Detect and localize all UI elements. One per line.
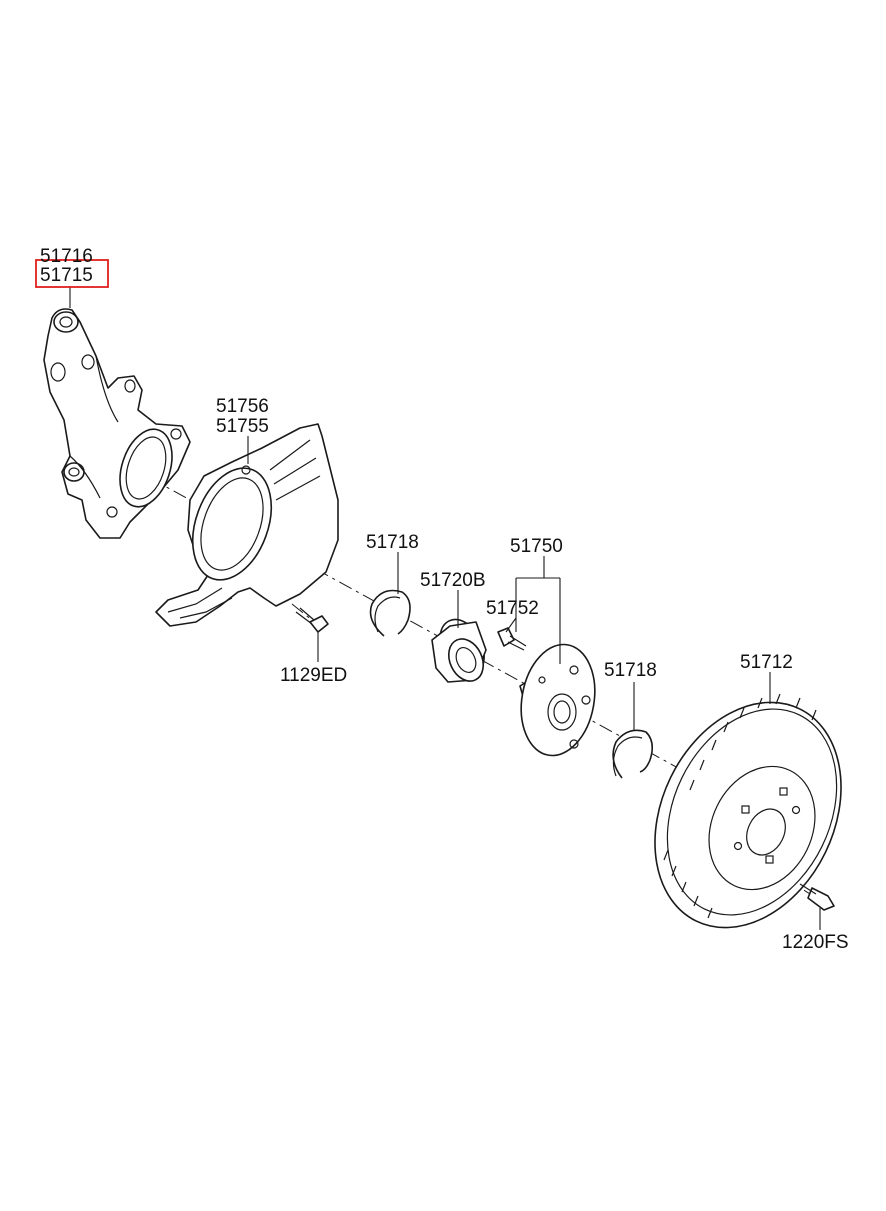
highlight-box-51715 xyxy=(35,259,109,288)
snap-ring-left[interactable] xyxy=(369,589,411,637)
leader-51750 xyxy=(515,556,561,664)
label-1220fs[interactable]: 1220FS xyxy=(782,932,849,953)
center-axis-line xyxy=(149,477,701,781)
dust-cover[interactable] xyxy=(155,423,339,627)
brake-disc[interactable] xyxy=(619,671,877,959)
label-51752[interactable]: 51752 xyxy=(486,598,539,619)
wheel-bearing[interactable] xyxy=(431,612,493,686)
bolt-1129ed[interactable] xyxy=(295,607,329,633)
label-51756[interactable]: 51756 xyxy=(216,396,269,417)
steering-knuckle[interactable] xyxy=(43,308,191,539)
label-51718-left[interactable]: 51718 xyxy=(366,532,419,553)
label-51718-right[interactable]: 51718 xyxy=(604,660,657,681)
wheel-hub[interactable] xyxy=(513,639,603,762)
snap-ring-right[interactable] xyxy=(612,729,654,779)
label-51720b[interactable]: 51720B xyxy=(420,570,486,591)
label-51716[interactable]: 51716 xyxy=(40,246,93,267)
label-51750[interactable]: 51750 xyxy=(510,536,563,557)
disc-bolt-1220fs[interactable] xyxy=(799,883,835,911)
hub-bolt-51752[interactable] xyxy=(497,627,527,651)
label-51755[interactable]: 51755 xyxy=(216,416,269,437)
label-51712[interactable]: 51712 xyxy=(740,652,793,673)
label-1129ed[interactable]: 1129ED xyxy=(280,665,347,686)
label-51715[interactable]: 51715 xyxy=(40,265,93,286)
leader-51752 xyxy=(505,617,517,633)
